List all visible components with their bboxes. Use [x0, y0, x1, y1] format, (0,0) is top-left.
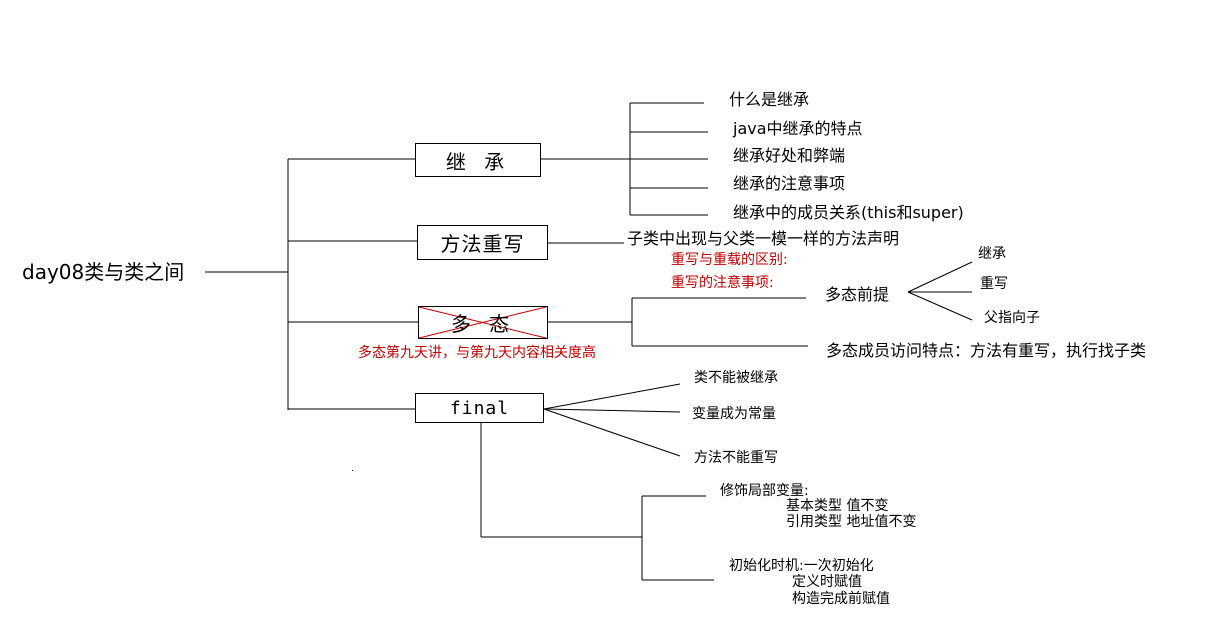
- polymorphism-premise: 多态前提: [825, 285, 890, 304]
- override-description: 子类中出现与父类一模一样的方法声明: [627, 229, 900, 248]
- polymorphism-node-label: 多 态: [450, 312, 516, 336]
- premise-item-override: 重写: [980, 276, 1008, 292]
- final-init-title: 初始化时机:一次初始化: [729, 558, 874, 574]
- polymorphism-node: 多 态: [418, 306, 548, 339]
- inherit-item-notes: 继承的注意事项: [733, 174, 846, 193]
- final-node: final: [415, 393, 544, 423]
- inherit-item-features: java中继承的特点: [733, 119, 863, 138]
- final-local-var-reference: 引用类型 地址值不变: [786, 514, 917, 530]
- final-item-variable: 变量成为常量: [692, 406, 776, 422]
- premise-item-parent-ref-child: 父指向子: [984, 310, 1040, 326]
- final-init-constructor: 构造完成前赋值: [792, 591, 890, 607]
- root-topic: day08类与类之间: [22, 260, 185, 284]
- premise-item-inherit: 继承: [978, 246, 1006, 262]
- inherit-node-label: 继 承: [445, 149, 511, 174]
- inherit-item-what: 什么是继承: [729, 90, 810, 109]
- final-item-class: 类不能被继承: [694, 370, 778, 386]
- inherit-node: 继 承: [415, 143, 541, 177]
- final-init-declaration: 定义时赋值: [792, 574, 862, 590]
- polymorphism-note: 多态第九天讲，与第九天内容相关度高: [358, 345, 596, 361]
- inherit-item-members: 继承中的成员关系(this和super): [733, 203, 964, 222]
- inherit-item-pros-cons: 继承好处和弊端: [733, 146, 846, 165]
- final-node-label: final: [449, 397, 510, 419]
- polymorphism-member-access: 多态成员访问特点：方法有重写，执行找子类: [826, 341, 1147, 360]
- final-local-var-title: 修饰局部变量:: [720, 483, 809, 499]
- override-node-label: 方法重写: [440, 232, 525, 256]
- override-note-cautions: 重写的注意事项:: [671, 275, 774, 291]
- final-local-var-primitive: 基本类型 值不变: [786, 498, 889, 514]
- override-note-vs-overload: 重写与重载的区别:: [671, 252, 788, 268]
- override-node: 方法重写: [417, 225, 548, 260]
- final-item-method: 方法不能重写: [694, 450, 778, 466]
